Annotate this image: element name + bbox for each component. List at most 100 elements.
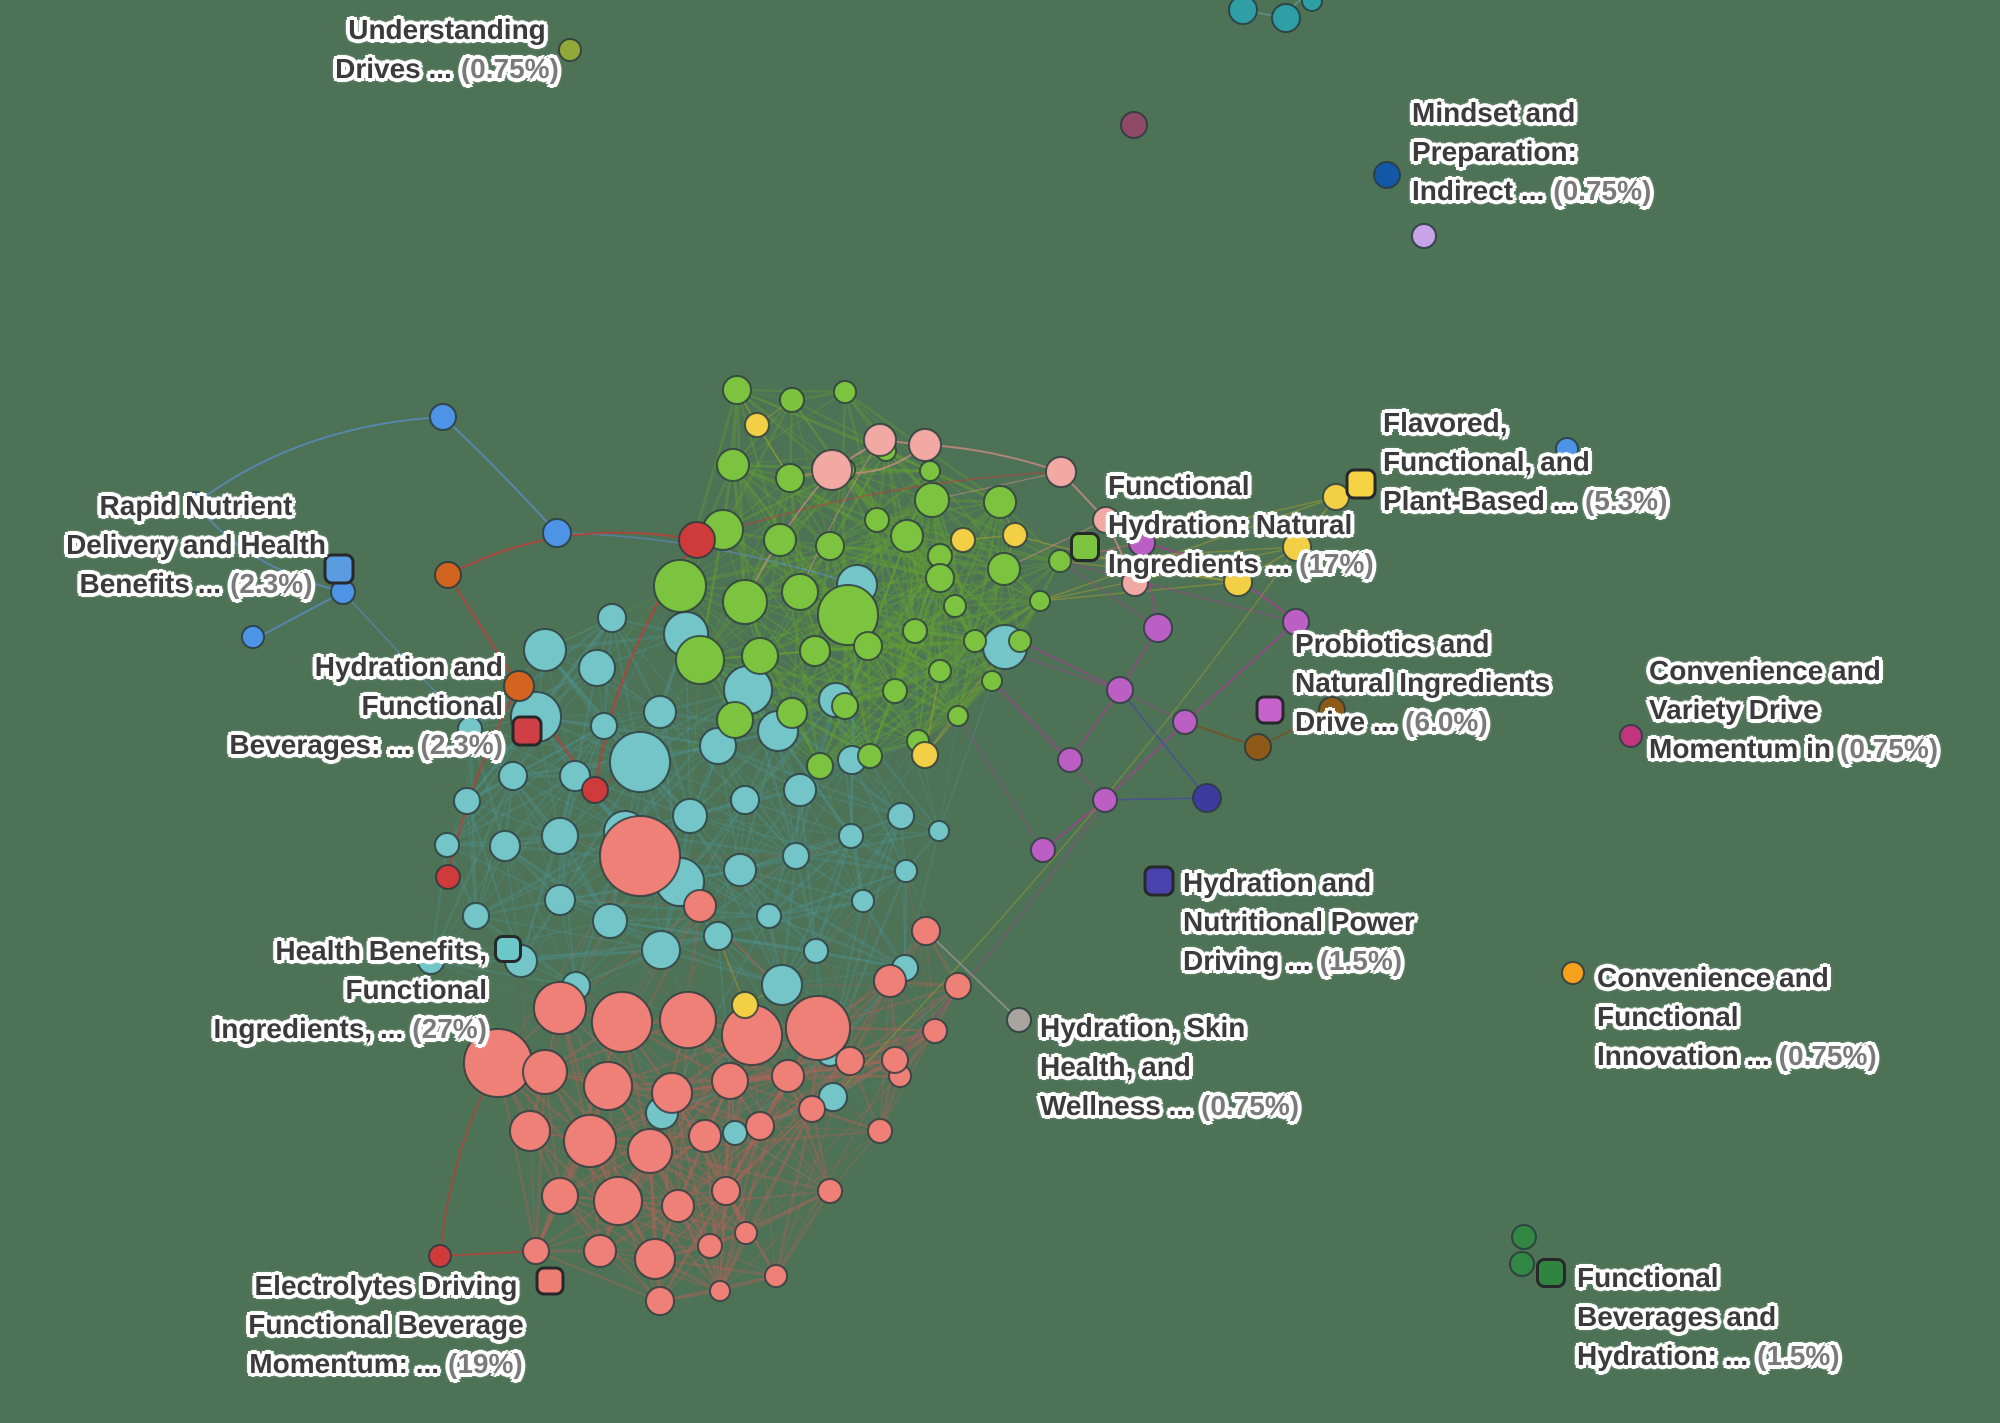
salmon-cluster-node[interactable] — [911, 916, 941, 946]
purple-cluster-node[interactable] — [1092, 787, 1118, 813]
teal-cluster-node[interactable] — [489, 830, 521, 862]
pink-cluster-node[interactable] — [1045, 456, 1077, 488]
salmon-cluster-node[interactable] — [697, 1233, 723, 1259]
cluster-marker-yellow[interactable] — [1345, 468, 1377, 500]
pink-cluster-node[interactable] — [863, 423, 897, 457]
cluster-marker-salmon[interactable] — [535, 1266, 565, 1296]
teal-cluster-node[interactable] — [597, 603, 627, 633]
plum-node[interactable] — [1411, 223, 1437, 249]
salmon-cluster-node[interactable] — [683, 889, 717, 923]
salmon-cluster-node[interactable] — [881, 1046, 909, 1074]
salmon-cluster-node[interactable] — [867, 1118, 893, 1144]
yellow-cluster-node[interactable] — [1002, 522, 1028, 548]
dark-rose-node[interactable] — [1120, 111, 1148, 139]
green-cluster-node[interactable] — [963, 629, 987, 653]
cluster-marker-magenta[interactable] — [1255, 695, 1285, 725]
gray-node[interactable] — [1006, 1007, 1032, 1033]
yellow-cluster-node[interactable] — [950, 527, 976, 553]
green-cluster-node[interactable] — [722, 579, 768, 625]
magenta-node[interactable] — [1619, 724, 1643, 748]
teal-cluster-node[interactable] — [457, 716, 483, 742]
salmon-cluster-node[interactable] — [509, 1110, 551, 1152]
teal-cluster-node[interactable] — [894, 859, 918, 883]
purple-cluster-node[interactable] — [1128, 529, 1156, 557]
green-cluster-node[interactable] — [799, 635, 831, 667]
salmon-cluster-node[interactable] — [591, 991, 653, 1053]
cluster-marker-red[interactable] — [511, 715, 543, 747]
teal-cluster-node[interactable] — [590, 712, 618, 740]
green-cluster-node[interactable] — [831, 692, 859, 720]
salmon-cluster-node[interactable] — [541, 1177, 579, 1215]
salmon-cluster-node[interactable] — [709, 1280, 731, 1302]
green-cluster-node[interactable] — [981, 670, 1003, 692]
salmon-cluster-node[interactable] — [764, 1264, 788, 1288]
salmon-cluster-node[interactable] — [798, 1095, 826, 1123]
pink-cluster-node[interactable] — [811, 449, 853, 491]
teal-cluster-node[interactable] — [578, 649, 616, 687]
cluster-marker-teal[interactable] — [494, 935, 522, 963]
teal-cluster-node[interactable] — [643, 695, 677, 729]
salmon-cluster-node[interactable] — [745, 1111, 775, 1141]
teal-cluster-node[interactable] — [417, 947, 445, 975]
blue-node[interactable] — [542, 518, 572, 548]
brown-node[interactable] — [1318, 696, 1346, 724]
salmon-cluster-node[interactable] — [922, 1018, 948, 1044]
cluster-marker-darkgreen[interactable] — [1536, 1258, 1566, 1288]
blue-node[interactable] — [184, 491, 208, 515]
green-cluster-node[interactable] — [741, 637, 779, 675]
pink-cluster-node[interactable] — [908, 428, 942, 462]
green-cluster-node[interactable] — [1008, 629, 1032, 653]
teal-cluster-node[interactable] — [722, 1120, 748, 1146]
pink-cluster-node[interactable] — [1092, 506, 1120, 534]
red-node[interactable] — [435, 864, 461, 890]
orange-node[interactable] — [503, 670, 535, 702]
green-cluster-node[interactable] — [864, 507, 890, 533]
green-cluster-node[interactable] — [815, 531, 845, 561]
salmon-cluster-node[interactable] — [785, 995, 851, 1061]
blue-node[interactable] — [1555, 437, 1579, 461]
blue-node[interactable] — [241, 625, 265, 649]
green-cluster-node[interactable] — [914, 482, 950, 518]
teal-top-node[interactable] — [1271, 3, 1301, 33]
teal-cluster-node[interactable] — [462, 902, 490, 930]
teal-cluster-node[interactable] — [453, 787, 481, 815]
salmon-cluster-node[interactable] — [688, 1119, 722, 1153]
salmon-cluster-node[interactable] — [873, 964, 907, 998]
salmon-cluster-node[interactable] — [593, 1176, 643, 1226]
yellow-cluster-node[interactable] — [1282, 532, 1312, 562]
salmon-cluster-node[interactable] — [463, 1028, 533, 1098]
green-cluster-node[interactable] — [882, 678, 908, 704]
purple-cluster-node[interactable] — [1282, 608, 1310, 636]
yellow-cluster-node[interactable] — [731, 991, 759, 1019]
salmon-cluster-node[interactable] — [651, 1072, 693, 1114]
teal-cluster-node[interactable] — [672, 798, 708, 834]
green-cluster-node[interactable] — [983, 485, 1017, 519]
teal-cluster-node[interactable] — [928, 820, 950, 842]
purple-cluster-node[interactable] — [1106, 676, 1134, 704]
teal-cluster-node[interactable] — [703, 921, 733, 951]
teal-cluster-node[interactable] — [887, 802, 915, 830]
green-cluster-node[interactable] — [675, 635, 725, 685]
salmon-cluster-node[interactable] — [583, 1061, 633, 1111]
teal-cluster-node[interactable] — [592, 903, 628, 939]
salmon-cluster-node[interactable] — [711, 1062, 749, 1100]
green-cluster-node[interactable] — [853, 631, 883, 661]
salmon-cluster-node[interactable] — [661, 1189, 695, 1223]
green-cluster-node[interactable] — [1048, 549, 1072, 573]
teal-top-node[interactable] — [1301, 0, 1323, 12]
green-cluster-node[interactable] — [653, 559, 707, 613]
teal-cluster-node[interactable] — [609, 731, 671, 793]
green-cluster-node[interactable] — [779, 387, 805, 413]
salmon-cluster-node[interactable] — [771, 1059, 805, 1093]
red-node[interactable] — [678, 521, 716, 559]
teal-cluster-node[interactable] — [523, 628, 567, 672]
green-cluster-node[interactable] — [722, 375, 752, 405]
green-cluster-node[interactable] — [857, 743, 883, 769]
salmon-cluster-node[interactable] — [944, 972, 972, 1000]
yellow-cluster-node[interactable] — [1322, 483, 1350, 511]
salmon-cluster-node[interactable] — [533, 981, 587, 1035]
brown-node[interactable] — [1244, 733, 1272, 761]
green-cluster-node[interactable] — [806, 752, 834, 780]
green-cluster-node[interactable] — [775, 463, 805, 493]
salmon-cluster-node[interactable] — [563, 1114, 617, 1168]
